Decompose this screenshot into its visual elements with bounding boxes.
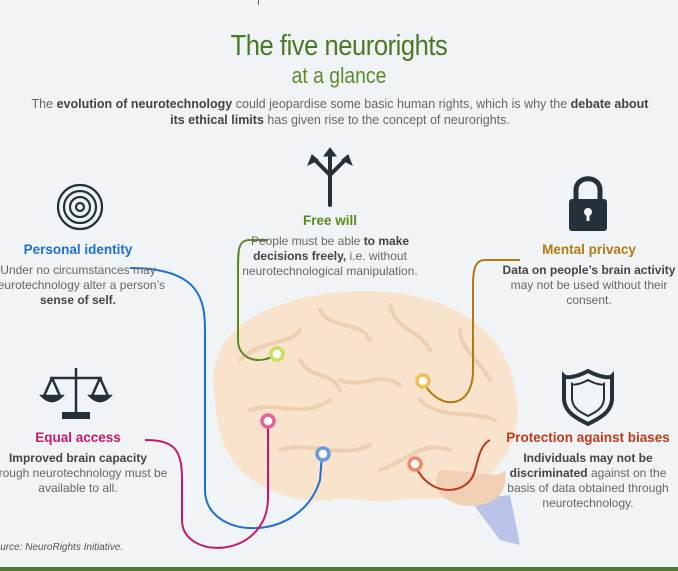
page-title: The five neurorights — [230, 30, 448, 62]
brain-stem — [470, 495, 520, 545]
card-title: Protection against biases — [506, 430, 670, 445]
card-protection: Protection against biases Individuals ma… — [497, 430, 678, 511]
card-title: Mental privacy — [542, 242, 636, 257]
intro-text: The evolution of neurotechnology could j… — [30, 96, 650, 128]
card-title: Personal identity — [23, 242, 133, 257]
connector-protection — [414, 439, 491, 491]
fingerprint-icon — [56, 183, 104, 231]
padlock-icon — [569, 176, 607, 231]
card-equal-access: Equal access Improved brain capacity thr… — [0, 430, 168, 496]
connector-free-will — [237, 239, 276, 361]
card-text: through neurotechnology must be availabl… — [0, 466, 168, 495]
node-free-will — [269, 346, 285, 362]
card-text: People must be able — [250, 234, 364, 248]
intro-part: has given rise to the concept of neurori… — [263, 113, 510, 127]
intro-part: could jeopardise some basic human rights… — [232, 97, 571, 111]
arrows-split-icon — [307, 147, 353, 207]
card-mental-privacy: Mental privacy Data on people’s brain ac… — [494, 242, 678, 308]
brain-illustration — [213, 290, 520, 545]
card-title: Free will — [302, 213, 358, 228]
card-text: against on the basis of data obtained th… — [507, 466, 669, 510]
shield-icon — [562, 368, 614, 427]
card-bold: sense of self. — [39, 293, 117, 307]
card-free-will: Free will People must be able to make de… — [240, 213, 420, 279]
node-protection — [407, 456, 423, 472]
scales-icon — [38, 368, 114, 419]
brain-cerebellum — [436, 470, 506, 506]
card-text: may not be used without their consent. — [510, 278, 668, 307]
card-title: Equal access — [35, 430, 121, 445]
card-personal-identity: Personal identity Under no circumstances… — [0, 242, 168, 308]
intro-part: The — [31, 97, 57, 111]
node-mental-privacy — [415, 373, 431, 389]
page-subtitle: at a glance — [291, 63, 387, 88]
connector-personal-identity — [129, 267, 323, 530]
top-mark — [258, 0, 259, 5]
node-personal-identity — [315, 446, 331, 462]
card-text: Under no circumstances may neurotechnolo… — [0, 263, 165, 292]
connector-mental-privacy — [424, 259, 520, 404]
source-note: Source: NeuroRights Initiative. — [0, 542, 124, 553]
card-bold: Data on people’s brain activity — [502, 263, 676, 277]
connector-equal-access — [144, 422, 269, 549]
intro-bold: debate about its ethical limits — [170, 97, 649, 127]
card-bold: Improved brain capacity — [8, 451, 148, 465]
card-text: i.e. without neurotechnological manipula… — [242, 249, 418, 278]
intro-bold: evolution of neurotechnology — [56, 97, 233, 111]
bottom-rule — [0, 567, 678, 571]
card-bold: Individuals may not be discriminated — [509, 451, 653, 480]
brain-cerebrum — [213, 290, 518, 502]
card-bold: to make decisions freely, — [253, 234, 410, 263]
node-equal-access — [260, 413, 276, 429]
